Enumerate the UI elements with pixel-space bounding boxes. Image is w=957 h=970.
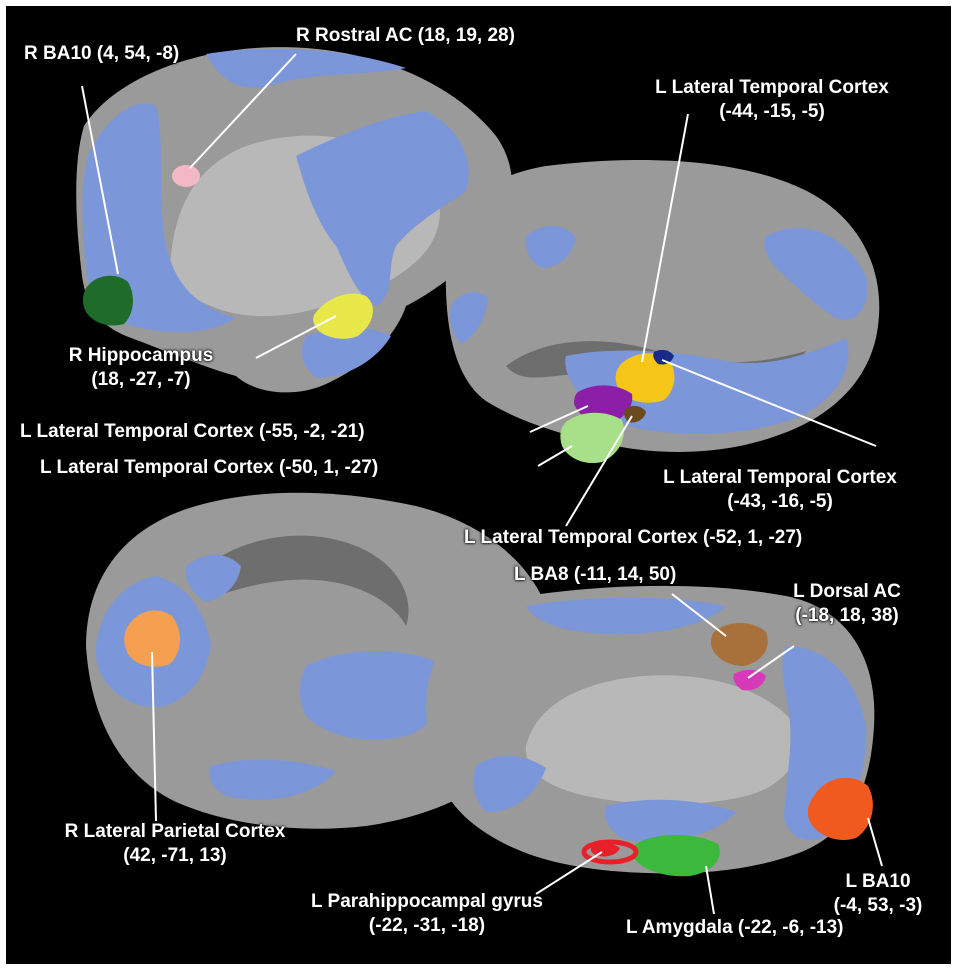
label-text: R Lateral Parietal Cortex: [10, 820, 340, 844]
brain-figure: R BA10 (4, 54, -8) R Rostral AC (18, 19,…: [6, 6, 951, 964]
label-r-rostral-ac: R Rostral AC (18, 19, 28): [296, 24, 515, 48]
label-coordinates: (-43, -16, -5): [610, 490, 950, 514]
leader-line-l-ba10: [868, 818, 882, 866]
label-l-ltc-top: L Lateral Temporal Cortex (-44, -15, -5): [602, 76, 942, 124]
label-coordinates: (-44, -15, -5): [602, 100, 942, 124]
label-l-amygdala: L Amygdala (-22, -6, -13): [626, 916, 844, 940]
label-coordinates: (-18, 18, 38): [758, 604, 936, 628]
right-hemisphere-medial: [76, 47, 512, 392]
label-text: R Rostral AC (18, 19, 28): [296, 24, 515, 48]
region-r-ba10: [83, 276, 133, 326]
label-text: L Lateral Temporal Cortex (-50, 1, -27): [40, 456, 378, 480]
label-text: L BA10: [818, 870, 938, 894]
label-text: L Lateral Temporal Cortex: [602, 76, 942, 100]
left-hemisphere-lateral: [446, 160, 879, 463]
label-coordinates: (18, -27, -7): [16, 368, 266, 392]
label-text: R BA10 (4, 54, -8): [24, 42, 179, 66]
region-l-ltc-50: [560, 413, 624, 463]
region-r-rostral-ac: [172, 165, 200, 187]
label-l-ltc-55: L Lateral Temporal Cortex (-55, -2, -21): [20, 420, 365, 444]
label-text: L Lateral Temporal Cortex: [610, 466, 950, 490]
left-hemisphere-medial: [426, 586, 874, 876]
label-text: L Dorsal AC: [758, 580, 936, 604]
label-l-dorsal-ac: L Dorsal AC (-18, 18, 38): [758, 580, 936, 628]
label-r-hippocampus: R Hippocampus (18, -27, -7): [16, 344, 266, 392]
label-text: L BA8 (-11, 14, 50): [514, 563, 676, 587]
label-l-ba10: L BA10 (-4, 53, -3): [818, 870, 938, 918]
label-coordinates: (-22, -31, -18): [292, 914, 562, 938]
label-coordinates: (-4, 53, -3): [818, 894, 938, 918]
label-l-parahippocampal: L Parahippocampal gyrus (-22, -31, -18): [292, 890, 562, 938]
label-l-ltc-52: L Lateral Temporal Cortex (-52, 1, -27): [464, 526, 802, 550]
label-coordinates: (42, -71, 13): [10, 844, 340, 868]
label-text: L Amygdala (-22, -6, -13): [626, 916, 844, 940]
leader-line-l-amygdala: [706, 866, 714, 914]
label-l-ltc-43: L Lateral Temporal Cortex (-43, -16, -5): [610, 466, 950, 514]
label-r-lpc: R Lateral Parietal Cortex (42, -71, 13): [10, 820, 340, 868]
label-text: L Parahippocampal gyrus: [292, 890, 562, 914]
label-text: L Lateral Temporal Cortex (-55, -2, -21): [20, 420, 365, 444]
label-text: L Lateral Temporal Cortex (-52, 1, -27): [464, 526, 802, 550]
label-text: R Hippocampus: [16, 344, 266, 368]
label-l-ba8: L BA8 (-11, 14, 50): [514, 563, 676, 587]
label-l-ltc-50: L Lateral Temporal Cortex (-50, 1, -27): [40, 456, 378, 480]
label-r-ba10: R BA10 (4, 54, -8): [24, 42, 179, 66]
leader-line-l-ltc-50: [538, 446, 572, 466]
